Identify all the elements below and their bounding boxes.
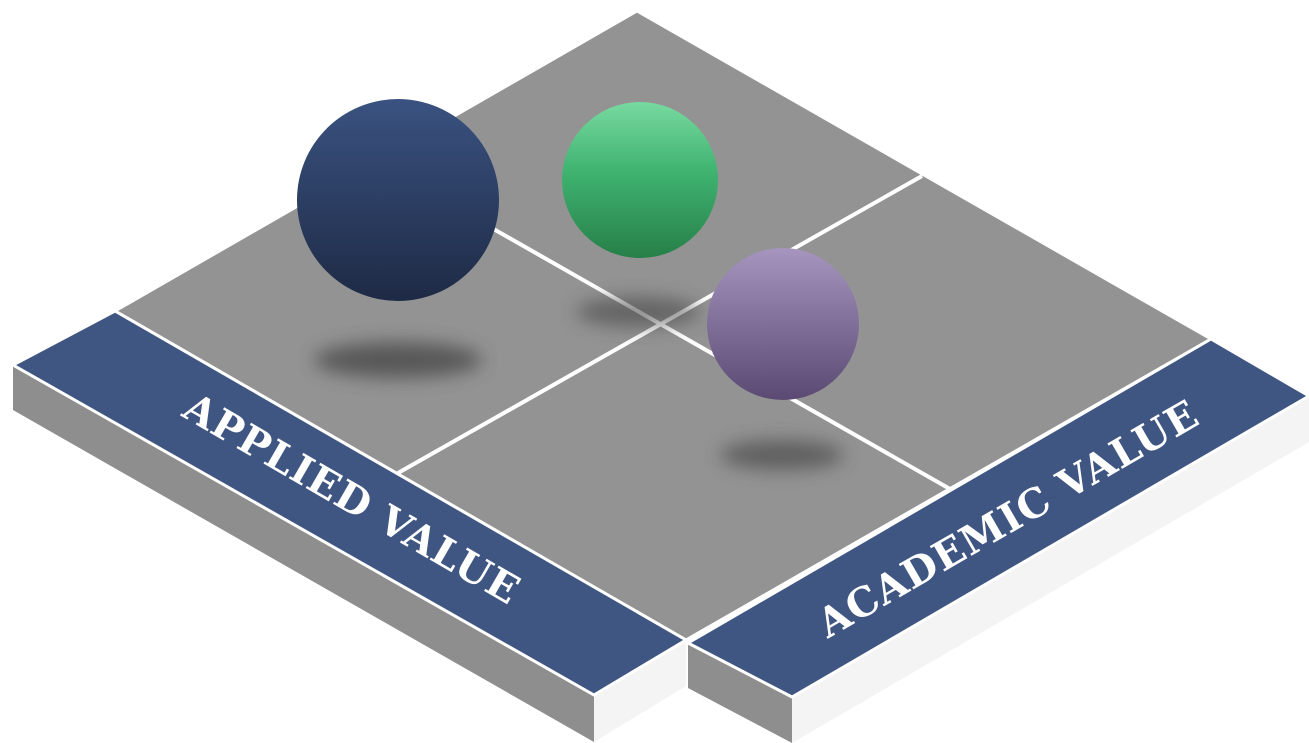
purple-sphere — [707, 248, 859, 400]
purple-sphere-shadow — [720, 440, 844, 470]
navy-sphere — [297, 99, 499, 301]
left-slab-front-face — [594, 640, 686, 742]
green-sphere-shadow — [576, 297, 700, 327]
left-slab-outer-face — [13, 365, 594, 742]
academic-value-band — [684, 337, 1309, 699]
right-slab-front-face — [688, 643, 792, 743]
right-slab-outer-face — [792, 396, 1309, 743]
left-slab — [13, 365, 686, 742]
navy-sphere-shadow — [314, 342, 482, 378]
applied-value-band — [9, 309, 689, 697]
green-sphere — [562, 102, 718, 258]
right-slab — [688, 396, 1309, 743]
